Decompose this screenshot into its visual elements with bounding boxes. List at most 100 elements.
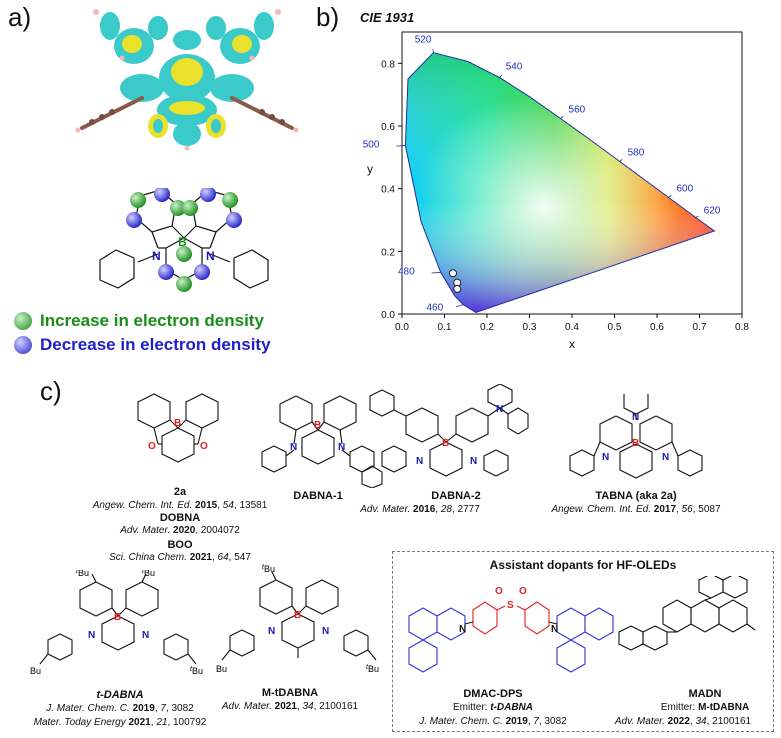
oxygen-2a-right: O [200, 441, 208, 452]
nitrogen-tdabna-right: N [142, 630, 149, 641]
panel-b-label: b) [316, 2, 340, 32]
y-tick-label: 0.0 [381, 310, 395, 321]
dmacdps-emitter: Emitter: t-DABNA [452, 702, 533, 713]
structure-tabna: N B N N [569, 394, 703, 479]
x-tick-label: 0.8 [735, 322, 749, 333]
boron-2a: B [174, 418, 181, 429]
structure-madn [618, 576, 756, 651]
nitrogen-dabna2-left: N [416, 456, 423, 467]
mol-dabna2-name: DABNA-2 [431, 490, 481, 502]
x-tick-label: 0.7 [693, 322, 707, 333]
cite-mtdabna: Adv. Mater. 2021, 34, 2100161 [221, 701, 359, 712]
x-tick-label: 0.1 [438, 322, 452, 333]
cite-tdabna-2: Mater. Today Energy 2021, 21, 100792 [33, 717, 207, 728]
tbu-label-3: tBu [30, 666, 41, 676]
blue-ball-icon [14, 336, 32, 354]
mol-dabna1-name: DABNA-1 [293, 490, 343, 502]
y-tick-label: 0.4 [381, 185, 395, 196]
wavelength-label: 580 [628, 147, 645, 158]
x-tick-label: 0.3 [523, 322, 537, 333]
y-axis-label: y [367, 162, 373, 176]
orbital-density-render [75, 9, 299, 151]
nitrogen-tdabna-left: N [88, 630, 95, 641]
sulfonyl-oxygen-left: O [495, 586, 503, 597]
cite-tdabna-1: J. Mater. Chem. C. 2019, 7, 3082 [46, 703, 194, 714]
structure-dabna-1: B N N [261, 395, 375, 473]
boron-mtdabna: B [294, 610, 301, 621]
x-axis-label: x [569, 337, 575, 351]
mol-tabna-name: TABNA (aka 2a) [595, 490, 677, 502]
nitrogen-tabna-top: N [632, 412, 639, 423]
structure-t-dabna: B N N tBu tBu tBu tBu [30, 570, 203, 676]
nitrogen-dabna1-left: N [290, 442, 297, 453]
wavelength-tick [695, 215, 699, 218]
tbu-label-2: tBu [142, 570, 155, 578]
legend-decrease-text: Decrease in electron density [40, 335, 271, 354]
nitrogen-dabna1-right: N [338, 442, 345, 453]
wavelength-tick [396, 145, 406, 147]
nitrogen-tabna-right: N [662, 452, 669, 463]
green-ball-icon [14, 312, 32, 330]
nitrogen-tabna-left: N [602, 452, 609, 463]
mol-dmacdps-name: DMAC-DPS [463, 688, 523, 700]
boron-dabna1: B [314, 420, 321, 431]
cite-2a: Angew. Chem. Int. Ed. 2015, 54, 13581 [92, 500, 268, 511]
tbu-label-1: tBu [76, 570, 89, 578]
cite-dabna: Adv. Mater. 2016, 28, 2777 [360, 504, 480, 515]
wavelength-label: 480 [398, 266, 415, 277]
panel-c-label: c) [40, 376, 62, 406]
wavelength-label: 460 [427, 303, 444, 314]
sulfur-dmacdps: S [507, 600, 514, 611]
cite-tabna: Angew. Chem. Int. Ed. 2017, 56, 5087 [551, 504, 721, 515]
wavelength-tick [499, 74, 503, 78]
assistant-dopants-box: Assistant dopants for HF-OLEDs S O O N N… [392, 551, 774, 732]
wavelength-tick [432, 49, 434, 53]
cite-dobna: Adv. Mater. 2020, 2004072 [120, 525, 240, 536]
panel-a-label: a) [8, 2, 32, 32]
oxygen-2a-left: O [148, 441, 156, 452]
cie-data-point [453, 284, 462, 293]
tbu-label-4: tBu [190, 666, 203, 676]
boron-tdabna: B [114, 612, 121, 623]
cite-dmacdps: J. Mater. Chem. C. 2019, 7, 3082 [419, 716, 567, 727]
assist-title: Assistant dopants for HF-OLEDs [489, 558, 677, 572]
mol-tdabna-name: t-DABNA [96, 689, 144, 701]
wavelength-label: 540 [506, 62, 523, 73]
y-tick-label: 0.8 [381, 59, 395, 70]
mol-dobna-name: DOBNA [159, 512, 201, 524]
wavelength-label: 500 [363, 139, 380, 150]
nitrogen-dabna2-right: N [470, 456, 477, 467]
y-tick-label: 0.2 [381, 247, 395, 258]
nitrogen-dmacdps-left: N [459, 624, 466, 635]
wavelength-label: 560 [569, 104, 586, 115]
legend-decrease: Decrease in electron density [14, 335, 271, 355]
mol-mtdabna-name: M-tDABNA [261, 687, 319, 699]
wavelength-tick [560, 116, 564, 119]
wavelength-label: 600 [676, 183, 693, 194]
cite-boo: Sci. China Chem. 2021, 64, 547 [109, 552, 251, 563]
wavelength-tick [619, 158, 623, 162]
structure-dabna-2: B N N N [361, 384, 529, 488]
nitrogen-mtdabna-right: N [322, 626, 329, 637]
x-tick-label: 0.2 [480, 322, 494, 333]
legend-increase-text: Increase in electron density [40, 311, 264, 330]
boron-dabna2: B [442, 438, 449, 449]
tbu-label-7: tBu [366, 664, 379, 674]
x-tick-label: 0.6 [650, 322, 664, 333]
mol-2a-name: 2a [173, 486, 187, 498]
cite-madn: Adv. Mater. 2022, 34, 2100161 [614, 716, 752, 727]
boron-atom-label: B [178, 235, 187, 249]
dabna-density-structure: B N N [99, 188, 269, 292]
nitrogen-atom-left: N [152, 249, 161, 263]
wavelength-tick [668, 195, 672, 198]
cie-title: CIE 1931 [360, 10, 415, 25]
structure-dmac-dps: S O O N N [408, 586, 614, 673]
wavelength-tick [456, 304, 464, 308]
cie-data-point [449, 269, 457, 278]
nitrogen-mtdabna-left: N [268, 626, 275, 637]
wavelength-tick [431, 271, 441, 274]
nitrogen-dmacdps-right: N [551, 624, 558, 635]
sulfonyl-oxygen-right: O [519, 586, 527, 597]
